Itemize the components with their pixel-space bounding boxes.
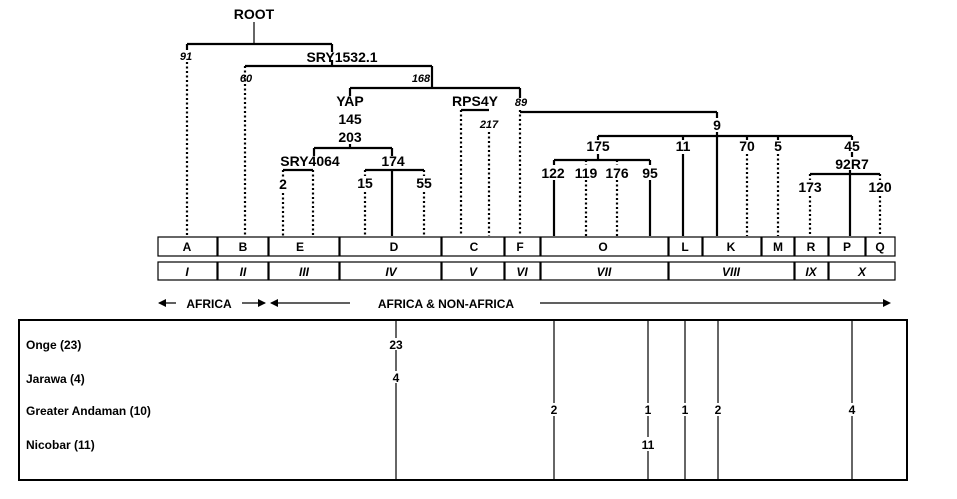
region-africa: AFRICA xyxy=(186,297,232,311)
clade-box-x xyxy=(828,261,896,281)
population-greater-andaman: Greater Andaman (10) xyxy=(26,404,151,418)
clade-box-vii xyxy=(540,261,669,281)
haplogroup-box-c xyxy=(441,236,505,257)
haplogroup-p: P xyxy=(843,240,851,254)
clade-box-viii xyxy=(668,261,795,281)
mutation-173: 173 xyxy=(798,179,822,195)
mutation-92r7: 92R7 xyxy=(835,156,869,172)
population-onge: Onge (23) xyxy=(26,338,81,352)
clade-box-iii xyxy=(268,261,340,281)
haplogroup-box-a xyxy=(157,236,218,257)
mutation-168: 168 xyxy=(412,73,431,85)
clade-box-iv xyxy=(339,261,442,281)
count-greater-andaman-k: 2 xyxy=(715,403,722,417)
tree-branches xyxy=(185,22,882,236)
mutation-sry1532: SRY1532.1 xyxy=(306,49,377,65)
count-greater-andaman-o95: 1 xyxy=(645,403,652,417)
mutation-95: 95 xyxy=(642,165,658,181)
mutation-217: 217 xyxy=(479,119,499,131)
haplogroup-box-e xyxy=(268,236,340,257)
clade-box-v xyxy=(441,261,505,281)
mutation-yap: YAP xyxy=(336,93,364,109)
haplogroup-row: A B E D C F O L K M R P Q xyxy=(157,236,896,257)
clade-v: V xyxy=(469,265,478,279)
clade-box-ii xyxy=(217,261,269,281)
haplogroup-f: F xyxy=(516,240,523,254)
mutation-176: 176 xyxy=(605,165,629,181)
population-jarawa: Jarawa (4) xyxy=(26,372,85,386)
haplogroup-q: Q xyxy=(875,240,884,254)
mutation-175: 175 xyxy=(586,138,610,154)
clade-i: I xyxy=(185,265,189,279)
haplogroup-o: O xyxy=(598,240,607,254)
haplogroup-box-d xyxy=(339,236,442,257)
mutation-rps4y: RPS4Y xyxy=(452,93,499,109)
clade-iii: III xyxy=(299,265,310,279)
mutation-120: 120 xyxy=(868,179,892,195)
tree-labels: ROOT SRY1532.1 91 60 168 YAP 145 203 RPS… xyxy=(180,6,892,195)
clade-iv: IV xyxy=(385,265,397,279)
mutation-70: 70 xyxy=(739,138,755,154)
clade-x: X xyxy=(857,265,867,279)
mutation-55: 55 xyxy=(416,175,432,191)
haplogroup-box-f xyxy=(504,236,541,257)
clade-ii: II xyxy=(240,265,247,279)
mutation-91: 91 xyxy=(180,51,192,63)
count-greater-andaman-p: 4 xyxy=(849,403,856,417)
clade-box-i xyxy=(157,261,218,281)
clade-vii: VII xyxy=(597,265,612,279)
haplogroup-box-l xyxy=(668,236,703,257)
count-greater-andaman-l: 1 xyxy=(682,403,689,417)
mutation-174: 174 xyxy=(381,153,405,169)
count-jarawa-d: 4 xyxy=(393,371,400,385)
clade-box-vi xyxy=(504,261,541,281)
mutation-145: 145 xyxy=(338,111,362,127)
haplogroup-l: L xyxy=(681,240,688,254)
mutation-9: 9 xyxy=(713,117,721,133)
haplogroup-m: M xyxy=(773,240,783,254)
population-table: Onge (23) Jarawa (4) Greater Andaman (10… xyxy=(18,319,908,481)
haplogroup-box-o xyxy=(540,236,669,257)
haplogroup-b: B xyxy=(239,240,248,254)
mutation-15: 15 xyxy=(357,175,373,191)
clade-row: I II III IV V VI VII VIII IX X xyxy=(157,261,896,281)
haplogroup-box-r xyxy=(794,236,829,257)
haplogroup-c: C xyxy=(470,240,479,254)
mutation-sry4064: SRY4064 xyxy=(280,153,340,169)
clade-ix: IX xyxy=(805,265,817,279)
haplogroup-r: R xyxy=(807,240,816,254)
haplogroup-k: K xyxy=(727,240,736,254)
mutation-11: 11 xyxy=(676,138,691,154)
haplogroup-d: D xyxy=(390,240,399,254)
mutation-45: 45 xyxy=(844,138,860,154)
haplogroup-a: A xyxy=(183,240,192,254)
count-onge-d: 23 xyxy=(389,338,403,352)
mutation-5: 5 xyxy=(774,138,782,154)
mutation-203: 203 xyxy=(338,129,362,145)
count-nicobar-o95: 11 xyxy=(642,438,655,452)
root-label: ROOT xyxy=(234,6,275,22)
mutation-122: 122 xyxy=(541,165,565,181)
region-arrows: AFRICA AFRICA & NON-AFRICA xyxy=(158,297,891,311)
clade-viii: VIII xyxy=(722,265,741,279)
population-table-frame xyxy=(18,319,908,481)
haplogroup-box-m xyxy=(761,236,795,257)
population-nicobar: Nicobar (11) xyxy=(26,438,95,452)
haplogroup-box-q xyxy=(865,236,896,257)
haplogroup-box-b xyxy=(217,236,269,257)
region-africa-non-africa: AFRICA & NON-AFRICA xyxy=(378,297,515,311)
haplogroup-box-k xyxy=(702,236,762,257)
clade-box-ix xyxy=(794,261,829,281)
haplogroup-e: E xyxy=(296,240,304,254)
mutation-89: 89 xyxy=(515,97,528,109)
count-greater-andaman-o: 2 xyxy=(551,403,558,417)
mutation-60: 60 xyxy=(240,73,253,85)
mutation-2: 2 xyxy=(279,176,287,192)
mutation-119: 119 xyxy=(575,165,598,181)
haplogroup-box-p xyxy=(828,236,866,257)
clade-vi: VI xyxy=(516,265,528,279)
